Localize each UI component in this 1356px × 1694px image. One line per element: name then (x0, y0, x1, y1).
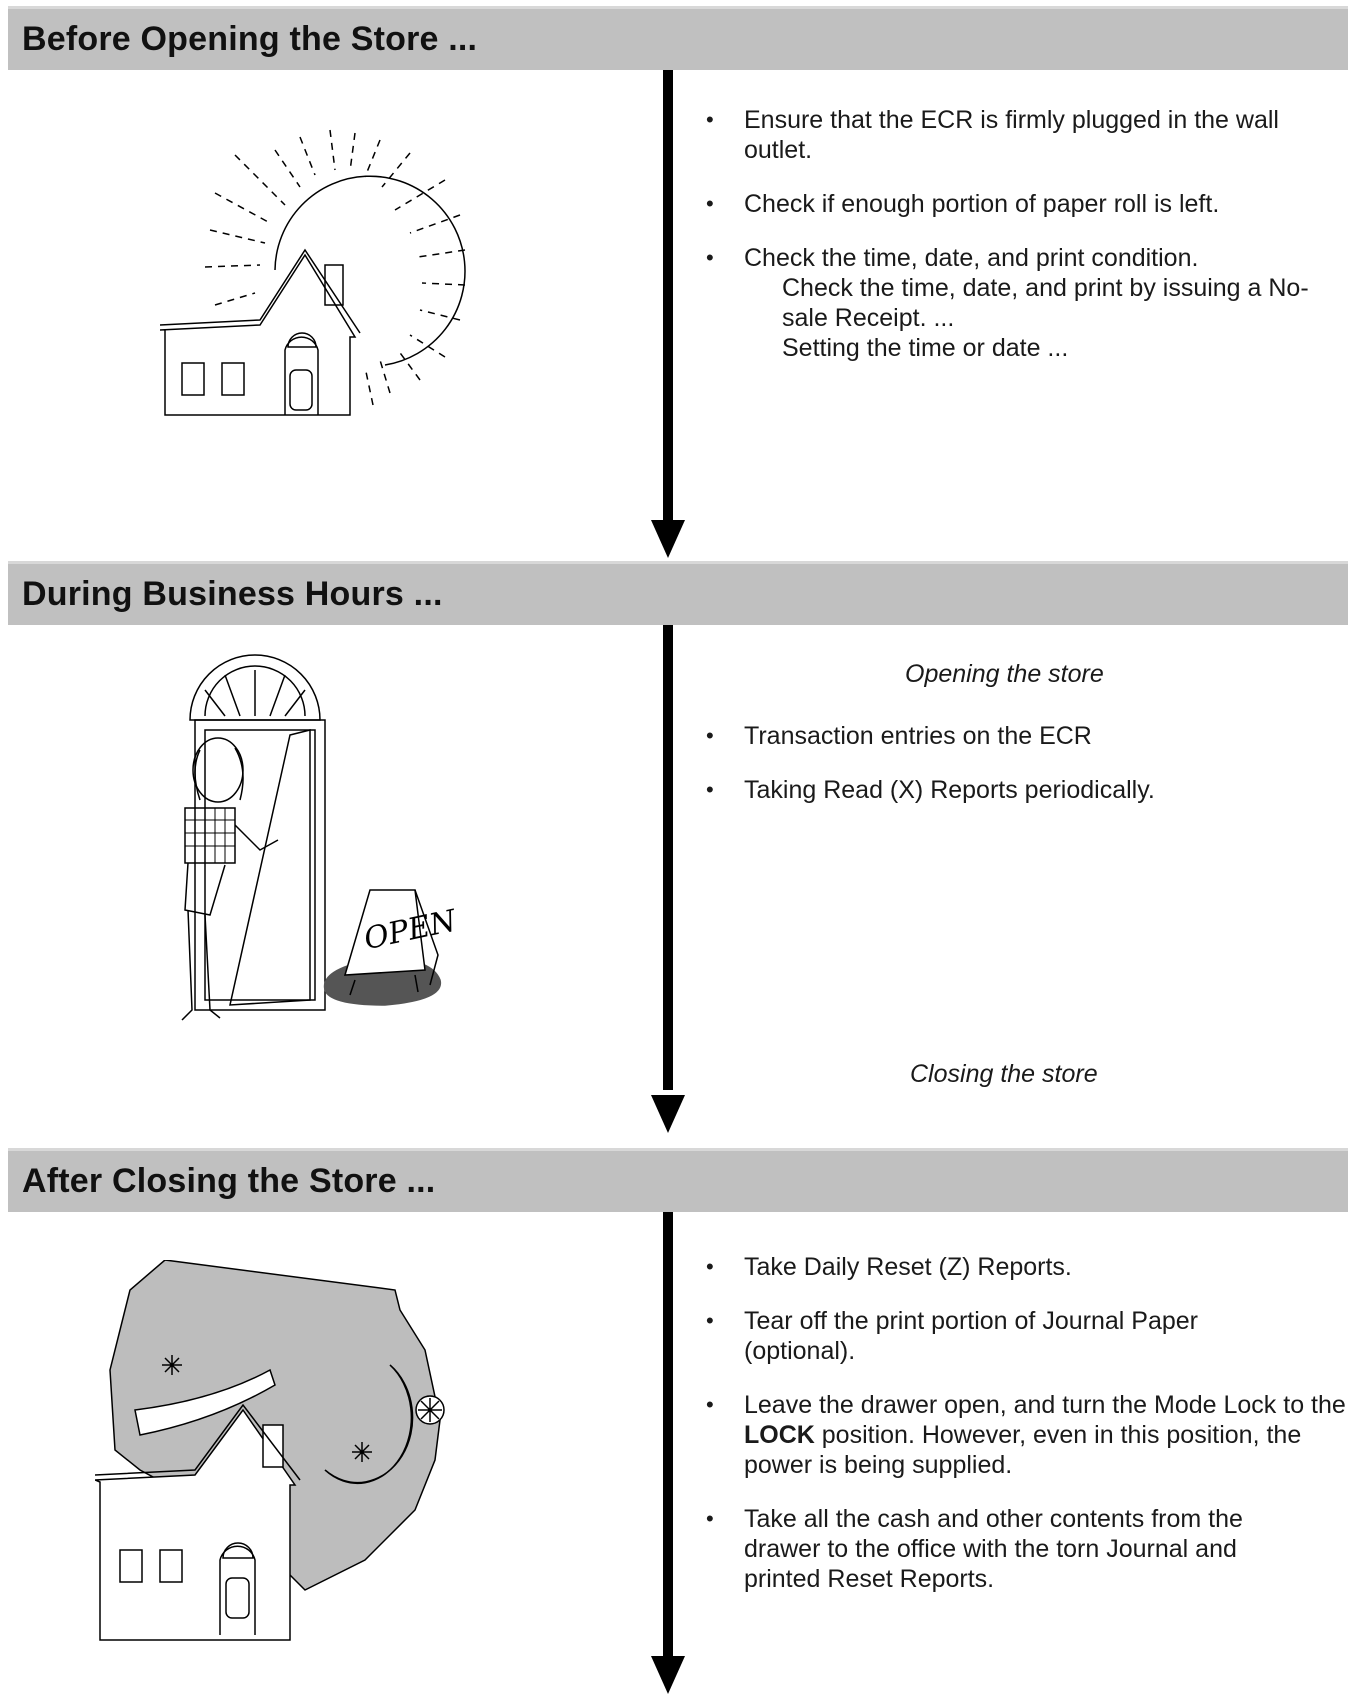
section-title: Before Opening the Store ... (22, 20, 478, 58)
list-item: Take all the cash and other contents fro… (690, 1504, 1304, 1594)
section-header-after-closing: After Closing the Store ... (8, 1148, 1348, 1212)
list-item: Ensure that the ECR is firmly plugged in… (690, 105, 1304, 165)
flow-line (663, 1212, 673, 1662)
section-header-during-business: During Business Hours ... (8, 561, 1348, 625)
section-title: After Closing the Store ... (22, 1162, 436, 1200)
house-night-illustration (95, 1260, 445, 1641)
sub-item: Setting the time or date ... (782, 334, 1069, 362)
lock-word: LOCK (744, 1421, 815, 1449)
house-sunrise-illustration (160, 129, 466, 416)
list-item: Take Daily Reset (Z) Reports. (690, 1252, 1350, 1282)
list-item-text: Leave the drawer open, and turn the Mode… (744, 1391, 1346, 1419)
list-item: Check the time, date, and print conditio… (690, 243, 1350, 363)
during-business-list: Transaction entries on the ECR Taking Re… (690, 721, 1350, 805)
list-item: Check if enough portion of paper roll is… (690, 189, 1350, 219)
flow-arrow-icon (651, 1095, 685, 1133)
section-header-before-opening: Before Opening the Store ... (8, 6, 1348, 70)
list-item-text: Check the time, date, and print conditio… (744, 244, 1199, 272)
list-item: Leave the drawer open, and turn the Mode… (690, 1390, 1356, 1480)
flow-arrow-icon (651, 1656, 685, 1694)
section-title: During Business Hours ... (22, 575, 443, 613)
flow-line (663, 625, 673, 1090)
list-item: Taking Read (X) Reports periodically. (690, 775, 1350, 805)
list-item-text: position. However, even in this position… (744, 1421, 1302, 1479)
flow-line (663, 70, 673, 525)
list-item: Transaction entries on the ECR (690, 721, 1350, 751)
list-item: Tear off the print portion of Journal Pa… (690, 1306, 1304, 1366)
flow-arrow-icon (651, 520, 685, 558)
closing-note: Closing the store (910, 1060, 1098, 1088)
opening-note: Opening the store (905, 660, 1104, 688)
before-opening-list: Ensure that the ECR is firmly plugged in… (690, 105, 1350, 363)
woman-open-door-illustration: OPEN (181, 654, 461, 1021)
sub-item: Check the time, date, and print by issui… (782, 274, 1309, 332)
after-closing-list: Take Daily Reset (Z) Reports. Tear off t… (690, 1252, 1350, 1594)
